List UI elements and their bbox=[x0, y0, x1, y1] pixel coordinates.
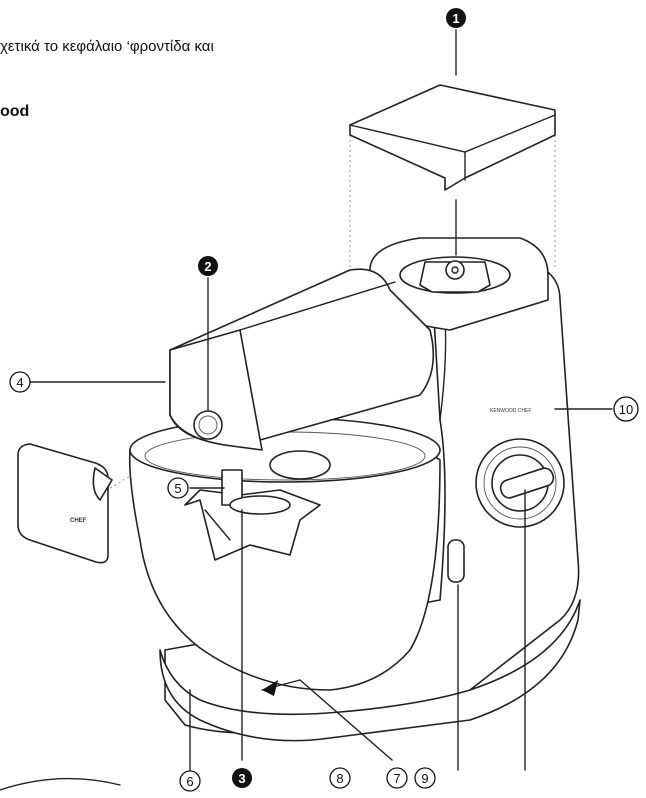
svg-text:10: 10 bbox=[619, 402, 633, 417]
callout-7: 7 bbox=[386, 767, 408, 789]
shaft-collar bbox=[229, 495, 291, 515]
svg-text:7: 7 bbox=[393, 771, 400, 786]
body-brand-label: KENWOOD CHEF bbox=[490, 408, 531, 414]
slow-outlet-knob bbox=[193, 410, 223, 440]
callout-6: 6 bbox=[179, 770, 201, 792]
callout-3: 3 bbox=[232, 768, 252, 788]
leader-7-arrow bbox=[262, 680, 278, 696]
cover-brand-label: CHEF bbox=[70, 518, 87, 524]
speed-dial-grip bbox=[499, 467, 555, 499]
svg-text:8: 8 bbox=[336, 771, 343, 786]
svg-text:9: 9 bbox=[421, 771, 428, 786]
callout-8: 8 bbox=[329, 767, 351, 789]
svg-text:1: 1 bbox=[452, 11, 459, 26]
outlet-socket bbox=[445, 260, 465, 280]
cover-tab bbox=[92, 467, 113, 501]
head-underside-disc bbox=[269, 450, 331, 480]
mixer-base bbox=[159, 599, 581, 742]
slow-outlet-cover bbox=[17, 443, 109, 564]
svg-text:2: 2 bbox=[204, 259, 211, 274]
svg-text:6: 6 bbox=[186, 774, 193, 789]
svg-text:3: 3 bbox=[238, 771, 245, 786]
instruction-text: χετικά το κεφάλαιο ‘φροντίδα και bbox=[0, 38, 214, 55]
partial-next-figure bbox=[0, 777, 121, 791]
outlet-cover bbox=[349, 84, 556, 191]
callout-1: 1 bbox=[446, 8, 466, 28]
callout-4: 4 bbox=[9, 371, 31, 393]
section-heading-fragment: ood bbox=[0, 103, 30, 120]
callout-5: 5 bbox=[167, 477, 189, 499]
svg-text:5: 5 bbox=[174, 481, 181, 496]
svg-text:4: 4 bbox=[16, 375, 23, 390]
callout-10: 10 bbox=[613, 396, 639, 422]
callout-2: 2 bbox=[198, 256, 218, 276]
head-lift-lever bbox=[447, 539, 465, 583]
head-front-face bbox=[169, 329, 263, 451]
callout-9: 9 bbox=[414, 767, 436, 789]
